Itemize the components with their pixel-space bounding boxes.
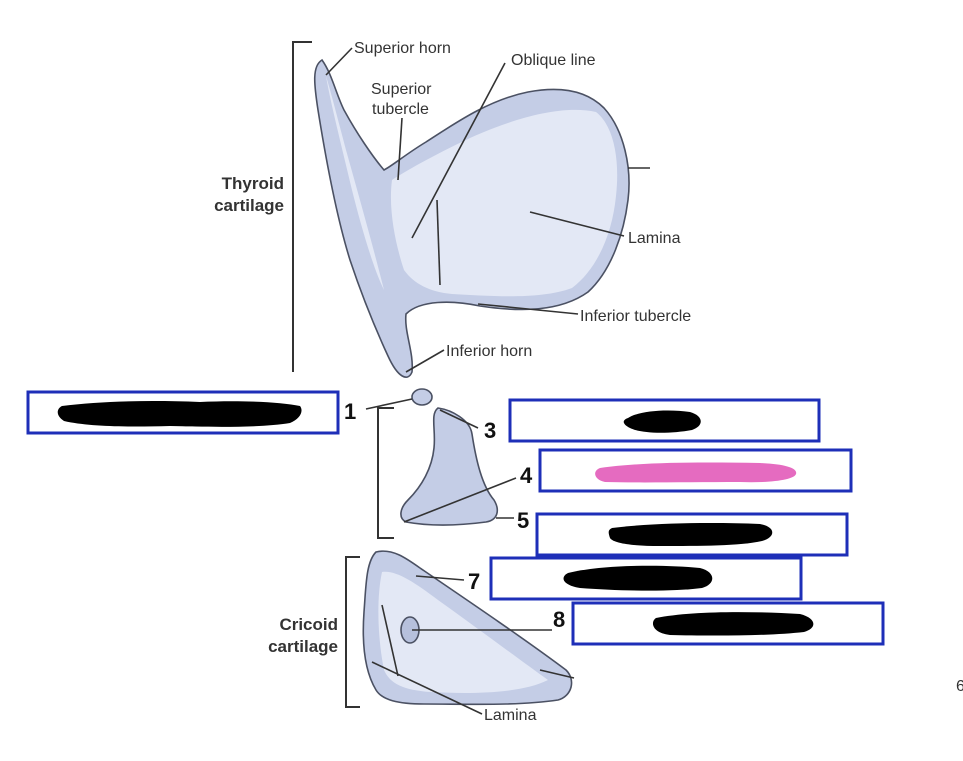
- cricoid-bracket: [345, 556, 360, 708]
- answer-box-4[interactable]: [538, 448, 853, 493]
- number-5: 5: [517, 508, 529, 533]
- cricoid-cartilage: [362, 550, 573, 706]
- label-oblique-line: Oblique line: [511, 52, 596, 69]
- number-4: 4: [520, 463, 533, 488]
- label-inferior-horn: Inferior horn: [446, 343, 532, 360]
- label-lamina-thyroid: Lamina: [628, 230, 681, 247]
- number-7: 7: [468, 569, 480, 594]
- label-superior-horn: Superior horn: [354, 40, 451, 57]
- label-superior-tubercle-line1: Superior: [371, 81, 432, 98]
- label-cricoid-line2: cartilage: [268, 637, 338, 656]
- label-inferior-tubercle: Inferior tubercle: [580, 308, 691, 325]
- redaction-scribble: [57, 401, 302, 427]
- label-thyroid-line1: Thyroid: [222, 174, 284, 193]
- redaction-scribble: [563, 565, 713, 591]
- redaction-scribble: [652, 612, 814, 636]
- label-thyroid-line2: cartilage: [214, 196, 284, 215]
- number-8: 8: [553, 607, 565, 632]
- arytenoid-bracket: [377, 407, 394, 539]
- thyroid-bracket: [292, 41, 312, 372]
- redaction-scribble: [608, 523, 773, 546]
- redaction-scribble: [623, 410, 701, 433]
- edge-fragment-text: 6: [956, 678, 963, 695]
- highlight-scribble: [595, 462, 797, 483]
- answer-box-5[interactable]: [535, 512, 849, 557]
- label-cricoid-line1: Cricoid: [279, 615, 338, 634]
- leader-lines: [325, 47, 650, 715]
- number-1: 1: [344, 399, 356, 424]
- answer-box-1[interactable]: [26, 390, 340, 435]
- answer-box-3[interactable]: [508, 398, 821, 443]
- answer-box-8[interactable]: [571, 601, 885, 646]
- thyroid-cartilage: [313, 58, 630, 378]
- label-superior-tubercle-line2: tubercle: [372, 101, 429, 118]
- label-lamina-cricoid: Lamina: [484, 707, 537, 724]
- answer-box-7[interactable]: [489, 556, 803, 601]
- arytenoid-cartilage: [400, 388, 499, 526]
- number-3: 3: [484, 418, 496, 443]
